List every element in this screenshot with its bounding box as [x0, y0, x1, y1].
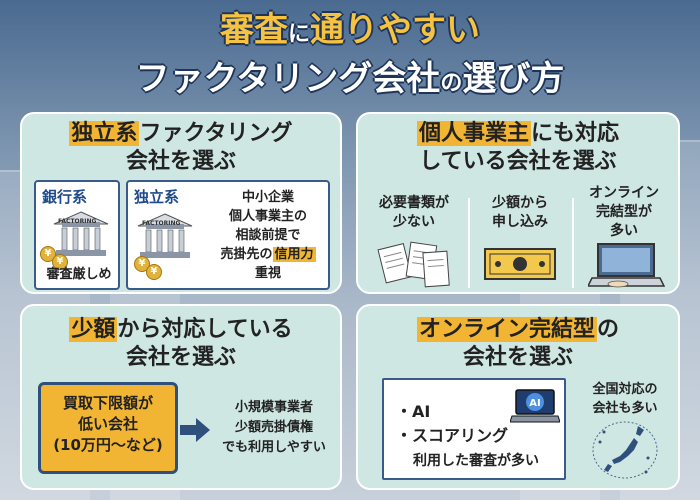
panel-sole-proprietor: 個人事業主にも対応 している会社を選ぶ 必要書類が 少ない 少額から 申し込み …: [356, 112, 680, 294]
heading-highlight: 独立系: [69, 121, 140, 146]
small-amount-description: 小規模事業者 少額売掛債権 でも利用しやすい: [212, 398, 336, 458]
column-text: 必要書類が: [379, 195, 449, 211]
title-particle-1: に: [287, 22, 310, 47]
heading-highlight: 個人事業主: [416, 121, 531, 146]
building-icon: [137, 213, 193, 258]
desc-line: 少額売掛債権: [234, 420, 313, 435]
divider: [572, 198, 574, 288]
title-line-2: ファクタリング会社の選び方: [0, 57, 700, 106]
heading-highlight: 少額: [69, 317, 118, 342]
title-highlight-1: 審査: [219, 10, 288, 50]
column-text: 少ない: [393, 214, 435, 230]
desc-line: 中小企業: [241, 190, 294, 205]
yen-coin-icon: ¥: [52, 254, 68, 270]
nationwide-description: 全国対応の 会社も多い: [570, 380, 680, 418]
heading-text: から対応している: [117, 317, 293, 342]
desc-line: 相談前提で: [235, 228, 301, 243]
box-text: (10万円〜など): [53, 436, 163, 454]
desc-line: 重視: [254, 266, 281, 281]
column-text: 完結型が: [596, 204, 652, 220]
column-text: 多い: [610, 223, 638, 239]
desc-highlight: 信用力: [272, 247, 316, 262]
heading-text: の: [597, 317, 620, 342]
box-text: 低い会社: [77, 415, 138, 433]
panel-heading-line2: している会社を選ぶ: [419, 149, 617, 174]
independent-description: 中小企業 個人事業主の 相談前提で 売掛先の信用力 重視: [208, 188, 328, 283]
heading-text: ファクタリング: [139, 121, 293, 146]
column-text: 少額から: [492, 195, 548, 211]
arrow-right-icon: [180, 418, 210, 442]
panel-heading: 独立系ファクタリング: [22, 120, 340, 148]
title-line-1: 審査に通りやすい: [0, 8, 700, 57]
factoring-sign: FACTORING: [142, 220, 181, 227]
panel-heading-line2: 会社を選ぶ: [462, 345, 573, 370]
desc-line: でも利用しやすい: [222, 440, 326, 455]
yen-coin-icon: ¥: [146, 264, 162, 280]
panel-small-amount: 少額から対応している 会社を選ぶ 買取下限額が 低い会社 (10万円〜など) 小…: [20, 304, 342, 490]
ai-screen-label: AI: [529, 398, 540, 409]
desc-line: 売掛先の信用力: [208, 245, 328, 264]
desc-text: 売掛先の: [220, 247, 273, 262]
factoring-sign: FACTORING: [58, 218, 97, 225]
ai-scoring-box: ・AI ・スコアリング 利用した審査が多い AI: [382, 378, 566, 480]
column-online: オンライン 完結型が 多い: [576, 184, 672, 241]
bank-building-icon: [53, 211, 109, 256]
panel-heading-line2: 会社を選ぶ: [125, 345, 236, 370]
title-main-2: 選び方: [462, 59, 565, 99]
ai-laptop-icon: AI: [510, 389, 560, 423]
title-highlight-2: 通りやすい: [310, 10, 480, 50]
banknote-icon: [484, 248, 556, 280]
desc-line: 個人事業主の: [228, 209, 307, 224]
independent-card: 独立系 FACTORING ¥ ¥ 中小企業 個人事業主の 相談前提で 売掛先の…: [126, 180, 330, 290]
box-text: 買取下限額が: [62, 394, 153, 412]
column-text: 申し込み: [492, 214, 548, 230]
desc-line: 全国対応の: [592, 382, 658, 397]
panel-heading-line2: 会社を選ぶ: [125, 149, 236, 174]
ai-item: ・AI: [396, 402, 431, 421]
page-title: 審査に通りやすい ファクタリング会社の選び方: [0, 8, 700, 106]
panel-online: オンライン完結型の 会社を選ぶ ・AI ・スコアリング 利用した審査が多い AI…: [356, 304, 680, 490]
title-particle-2: の: [440, 71, 463, 96]
column-small-amount: 少額から 申し込み: [472, 194, 568, 232]
column-text: オンライン: [589, 185, 659, 201]
bank-label: 銀行系: [42, 188, 88, 206]
documents-icon: [377, 241, 450, 288]
laptop-icon: [588, 243, 666, 288]
ai-item: ・スコアリング: [396, 426, 509, 445]
panel-independent: 独立系ファクタリング 会社を選ぶ 銀行系 FACTORING ¥ ¥ 審査厳しめ…: [20, 112, 342, 294]
title-main-1: ファクタリング会社: [135, 59, 441, 99]
desc-line: 会社も多い: [592, 401, 658, 416]
japan-map-icon: [592, 421, 658, 479]
desc-line: 小規模事業者: [234, 400, 313, 415]
heading-text: にも対応: [531, 121, 620, 146]
column-documents: 必要書類が 少ない: [366, 194, 462, 232]
bank-card: 銀行系 FACTORING ¥ ¥ 審査厳しめ: [34, 180, 120, 290]
panel-heading: 少額から対応している: [22, 316, 340, 344]
minimum-amount-box: 買取下限額が 低い会社 (10万円〜など): [38, 382, 178, 474]
divider: [468, 198, 470, 288]
heading-highlight: オンライン完結型: [416, 317, 597, 342]
ai-foot-text: 利用した審査が多い: [413, 453, 539, 469]
independent-label: 独立系: [134, 188, 180, 206]
panel-heading: オンライン完結型の: [358, 316, 678, 344]
panel-heading: 個人事業主にも対応: [358, 120, 678, 148]
bank-foot-text: 審査厳しめ: [46, 267, 112, 282]
